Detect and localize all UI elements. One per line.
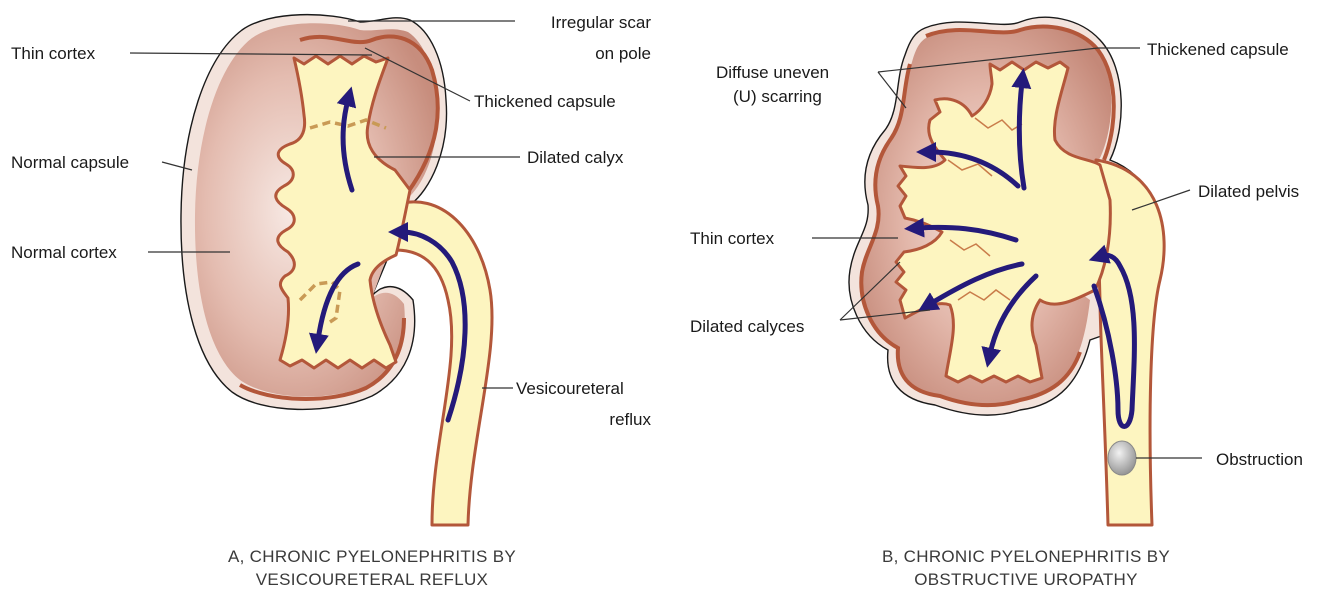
label-diffuse-scarring-line2: (U) scarring — [733, 87, 822, 106]
label-thin-cortex-a: Thin cortex — [11, 44, 96, 63]
label-normal-cortex: Normal cortex — [11, 243, 117, 262]
label-thickened-capsule-a: Thickened capsule — [474, 92, 616, 111]
caption-b-line2: OBSTRUCTIVE UROPATHY — [914, 570, 1138, 589]
label-irregular-scar-line1: Irregular scar — [551, 13, 651, 32]
label-normal-capsule: Normal capsule — [11, 153, 129, 172]
caption-b-line1: B, CHRONIC PYELONEPHRITIS BY — [882, 547, 1170, 566]
label-vesicoureteral-line2: reflux — [609, 410, 651, 429]
label-dilated-pelvis: Dilated pelvis — [1198, 182, 1299, 201]
caption-a-line1: A, CHRONIC PYELONEPHRITIS BY — [228, 547, 516, 566]
label-diffuse-scarring-line1: Diffuse uneven — [716, 63, 829, 82]
label-obstruction: Obstruction — [1216, 450, 1303, 469]
label-dilated-calyces: Dilated calyces — [690, 317, 804, 336]
label-thickened-capsule-b: Thickened capsule — [1147, 40, 1289, 59]
label-vesicoureteral-line1: Vesicoureteral — [516, 379, 624, 398]
label-thin-cortex-b: Thin cortex — [690, 229, 775, 248]
label-irregular-scar-line2: on pole — [595, 44, 651, 63]
label-dilated-calyx: Dilated calyx — [527, 148, 624, 167]
obstruction-stone-icon — [1108, 441, 1136, 475]
caption-a-line2: VESICOURETERAL REFLUX — [256, 570, 488, 589]
